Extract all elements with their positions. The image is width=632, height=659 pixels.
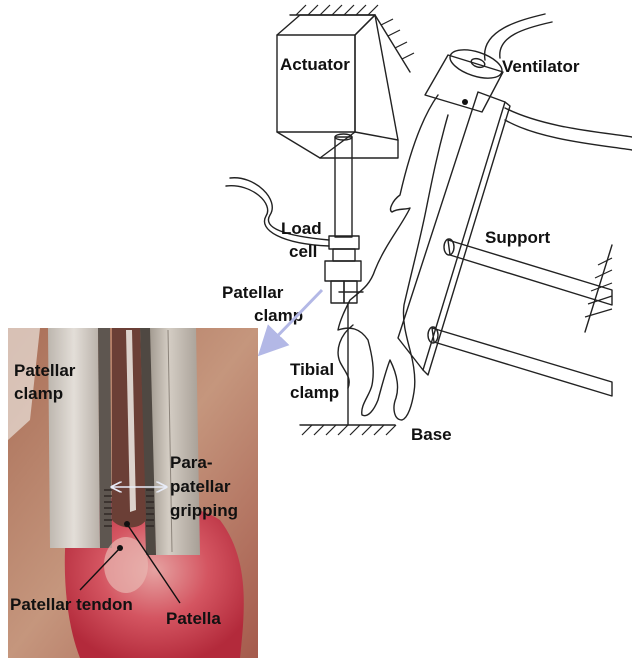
label-patellar-tendon: Patellar tendon [10,595,133,614]
actuator-rod [335,134,352,237]
ventilator-tubes [485,14,632,150]
support-board [398,44,510,375]
label-cell: cell [289,242,317,261]
drawing-labels: Actuator Ventilator Load cell Support Pa… [222,55,580,444]
patellar-clamp-schematic [325,261,363,303]
label-patellar-top: Patellar [222,283,284,302]
label-load: Load [281,219,322,238]
label-gripping: gripping [170,501,238,520]
label-para: Para- [170,453,213,472]
label-patella: Patella [166,609,221,628]
label-base: Base [411,425,452,444]
label-tibial: Tibial [290,360,334,379]
label-photo-clamp: clamp [14,384,63,403]
label-ventilator: Ventilator [502,57,580,76]
label-actuator: Actuator [280,55,350,74]
label-tibial-clamp: clamp [290,383,339,402]
label-support: Support [485,228,550,247]
base-mount [300,425,396,435]
photo-right-clamp [140,328,200,555]
label-photo-patellar: Patellar [14,361,76,380]
label-patellar2: patellar [170,477,231,496]
